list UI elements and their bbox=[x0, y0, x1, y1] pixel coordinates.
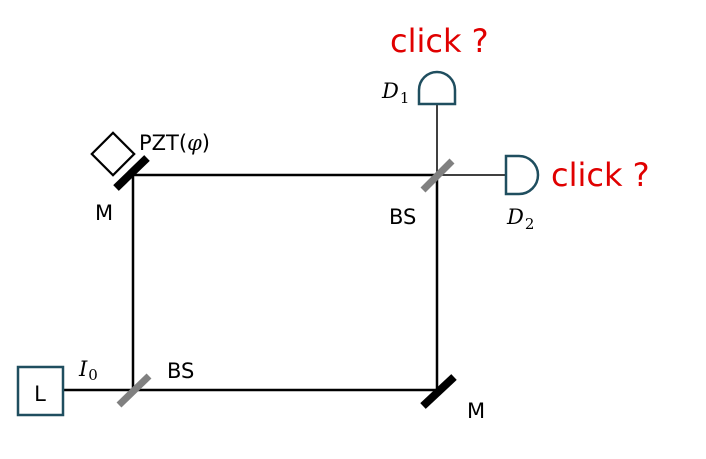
mirror-top-left bbox=[113, 155, 150, 191]
detector2-label: D2 bbox=[506, 205, 534, 233]
photodetector-icon bbox=[417, 70, 457, 106]
mirror-bottom-right-label: M bbox=[467, 399, 485, 423]
laser-box-icon bbox=[16, 365, 65, 417]
piezo-actuator-icon bbox=[90, 131, 136, 177]
mirror-top-left-label: M bbox=[95, 201, 113, 225]
laser-source: L bbox=[16, 365, 65, 417]
beamsplitter-bottom-label: BS bbox=[167, 359, 194, 383]
photodetector-icon bbox=[504, 154, 540, 196]
beamsplitter-top-label: BS bbox=[389, 205, 416, 229]
detector1-label: D1 bbox=[381, 79, 409, 107]
pzt-mirror-assembly bbox=[90, 131, 150, 191]
laser-label: L bbox=[34, 382, 46, 406]
beamsplitter-bottom-left bbox=[116, 373, 152, 408]
detector1-click-label: click ? bbox=[390, 22, 489, 60]
input-intensity-label: I0 bbox=[78, 357, 98, 384]
mirror-bottom-right bbox=[420, 374, 457, 409]
detector2-click-label: click ? bbox=[551, 156, 650, 194]
beam-paths bbox=[63, 104, 506, 392]
pzt-label: PZT(φ) bbox=[139, 131, 210, 155]
beamsplitter-top-right bbox=[420, 158, 455, 193]
